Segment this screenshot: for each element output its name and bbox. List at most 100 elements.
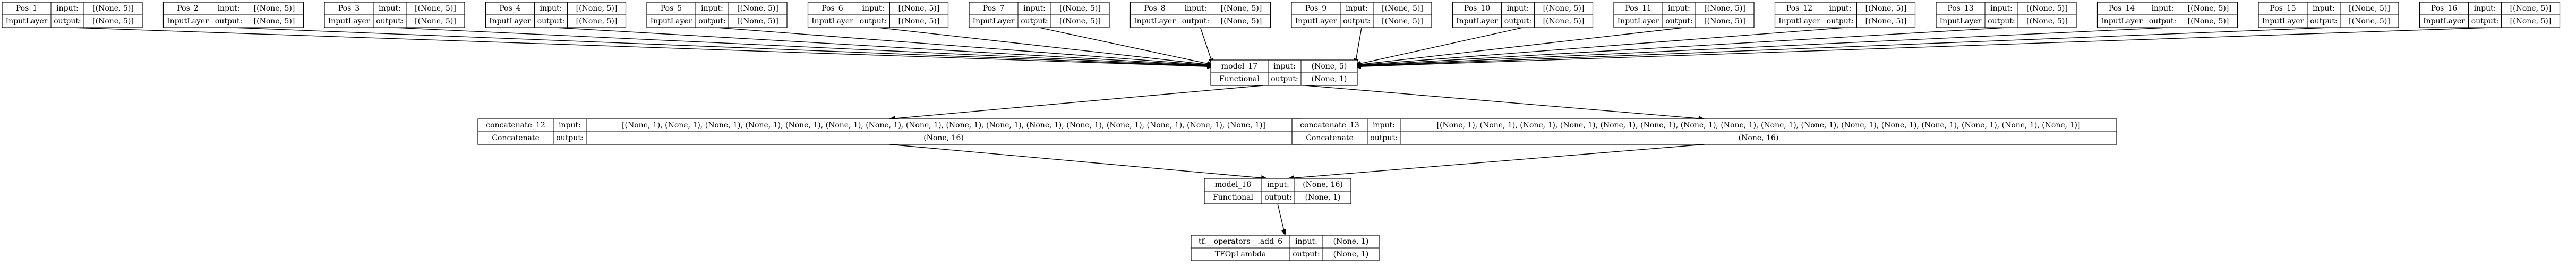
edge-arrow <box>878 27 1213 67</box>
edge-arrow <box>1039 27 1213 66</box>
input-shape: (None, 16) <box>1303 181 1343 189</box>
layer-type: InputLayer <box>2262 17 2304 25</box>
layer-name: concatenate_13 <box>1300 121 1359 130</box>
output-label: output: <box>376 17 403 25</box>
output-label: output: <box>1021 17 1048 25</box>
layer-type: InputLayer <box>1456 17 1498 25</box>
edges <box>72 27 2490 236</box>
input-shape: [(None, 5)] <box>737 4 778 13</box>
edge-arrow <box>394 27 1213 68</box>
output-shape: [(None, 5)] <box>2188 17 2229 25</box>
output-label: output: <box>1343 17 1370 25</box>
layer-type: Functional <box>1219 75 1260 83</box>
output-label: output: <box>556 134 583 142</box>
input-shape: (None, 5) <box>1312 62 1347 71</box>
input-shape: [(None, 5)] <box>1221 4 1262 13</box>
output-shape: (None, 1) <box>1305 193 1341 202</box>
output-label: output: <box>54 17 81 25</box>
input-label: input: <box>1668 4 1690 13</box>
input-label: input: <box>1829 4 1852 13</box>
input-shape: [(None, 5)] <box>2188 4 2229 13</box>
output-label: output: <box>2149 17 2176 25</box>
output-shape: [(None, 5)] <box>1865 17 1907 25</box>
output-label: output: <box>2310 17 2337 25</box>
input-shape: [(None, 5)] <box>2349 4 2390 13</box>
input-shape: [(None, 5)] <box>1704 4 1745 13</box>
output-shape: [(None, 5)] <box>1221 17 1262 25</box>
edge-arrow <box>1355 27 1845 68</box>
output-shape: [(None, 5)] <box>2510 17 2552 25</box>
layer-type: InputLayer <box>1778 17 1820 25</box>
input-label: input: <box>2152 4 2174 13</box>
input-label: input: <box>218 4 240 13</box>
layer-name: tf.__operators__.add_6 <box>1199 237 1282 246</box>
layer-name: Pos_12 <box>1786 4 1812 13</box>
edge-arrow <box>1305 85 1705 122</box>
layer-name: Pos_10 <box>1464 4 1490 13</box>
input-shape: (None, 1) <box>1333 237 1369 246</box>
input-label: input: <box>1507 4 1529 13</box>
input-label: input: <box>1373 121 1395 130</box>
input-label: input: <box>862 4 885 13</box>
output-label: output: <box>1370 134 1397 142</box>
layer-type: TFOpLambda <box>1215 250 1266 259</box>
output-shape: (None, 1) <box>1333 250 1369 259</box>
edge-arrow <box>889 85 1263 121</box>
output-shape: [(None, 5)] <box>1543 17 1585 25</box>
input-shape: [(None, 5)] <box>1382 4 1423 13</box>
input-shape: [(None, 5)] <box>1543 4 1585 13</box>
output-shape: [(None, 5)] <box>2349 17 2390 25</box>
output-shape: [(None, 5)] <box>2026 17 2068 25</box>
input-label: input: <box>1295 237 1317 246</box>
layer-name: Pos_9 <box>1305 4 1326 13</box>
concatenate-12-node: concatenate_12Concatenateinput:output:[(… <box>477 118 1302 145</box>
layer-type: InputLayer <box>489 17 531 25</box>
input-shape: [(None, 5)] <box>1865 4 1907 13</box>
layer-type: InputLayer <box>1134 17 1176 25</box>
input-label: input: <box>559 121 581 130</box>
edge-arrow <box>1277 203 1287 236</box>
input-shape: [(None, 5)] <box>254 4 295 13</box>
output-label: output: <box>1264 193 1291 202</box>
output-label: output: <box>2471 17 2498 25</box>
input-label: input: <box>540 4 562 13</box>
input-label: input: <box>1990 4 2013 13</box>
output-shape: [(None, 5)] <box>737 17 778 25</box>
input-shape: [(None, 5)] <box>1059 4 1101 13</box>
layer-name: model_18 <box>1215 181 1251 189</box>
output-label: output: <box>1988 17 2015 25</box>
layer-type: Concatenate <box>492 134 540 142</box>
output-shape: [(None, 5)] <box>92 17 134 25</box>
input-label: input: <box>1273 62 1296 71</box>
input-shape: [(None, 5)] <box>576 4 618 13</box>
edge-arrow <box>555 27 1213 68</box>
layer-name: Pos_14 <box>2109 4 2135 13</box>
output-label: output: <box>1504 17 1531 25</box>
output-shape: [(None, 5)] <box>1382 17 1423 25</box>
layer-type: Concatenate <box>1306 134 1354 142</box>
input-shape: [(None, 5)] <box>2026 4 2068 13</box>
layer-type: InputLayer <box>973 17 1015 25</box>
edge-arrow <box>233 27 1213 69</box>
layer-type: InputLayer <box>1618 17 1659 25</box>
edge-arrow <box>72 27 1213 70</box>
layer-type: InputLayer <box>328 17 370 25</box>
output-label: output: <box>1182 17 1209 25</box>
input-shape: [(None, 5)] <box>415 4 456 13</box>
edge-arrow <box>1355 27 2329 69</box>
input-label: input: <box>2313 4 2335 13</box>
output-label: output: <box>537 17 564 25</box>
layer-name: Pos_15 <box>2270 4 2296 13</box>
edge-arrow <box>1355 27 2007 68</box>
